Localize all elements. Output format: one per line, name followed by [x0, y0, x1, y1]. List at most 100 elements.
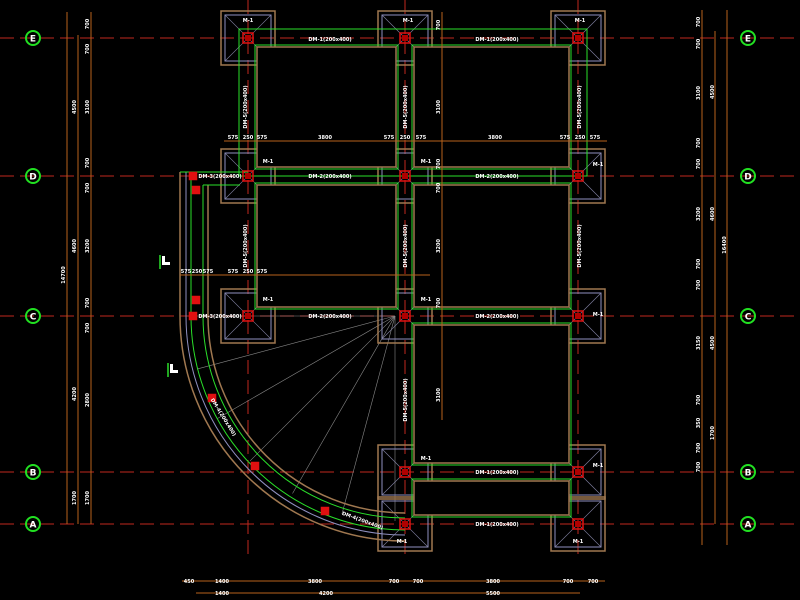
arc-beam-inner: [207, 185, 406, 514]
dimension-text: 3800: [488, 135, 502, 141]
dimension-text: 3800: [318, 135, 332, 141]
dimension-text: 14700: [61, 266, 67, 284]
dimension-text: 700: [436, 297, 442, 308]
dimension-text: 2800: [85, 393, 91, 407]
column-fill: [245, 313, 251, 319]
dimension-text: 4600: [72, 239, 78, 253]
footing-label: M-1: [397, 539, 408, 545]
dimension-text: 3200: [696, 207, 702, 221]
dimension-text: 575: [257, 269, 268, 275]
axis-bubble-d: D: [25, 168, 41, 184]
footing-outline: [377, 444, 433, 500]
dimension-text: 700: [436, 19, 442, 30]
footing-outline: [550, 288, 606, 344]
column-fill: [575, 469, 581, 475]
column-fill: [245, 173, 251, 179]
dimension-text: 3800: [486, 579, 500, 585]
arc-beam-outer2: [185, 172, 406, 536]
footing-labels: M-1 M-1 M-1 M-1 M-1 M-1 M-1 M-1 M-1 M-1 …: [243, 18, 604, 545]
dimension-text: 700: [696, 38, 702, 49]
column: [399, 310, 411, 322]
footing-inner: [224, 14, 272, 62]
beam-label: DM-5(200x400): [243, 85, 249, 128]
dimension-text: 1700: [72, 491, 78, 505]
footing-label: M-1: [593, 162, 604, 168]
axis-bubble-b: B: [25, 464, 41, 480]
dimension-text: 3200: [85, 239, 91, 253]
footing-label: M-1: [593, 312, 604, 318]
dimension-text: 4500: [710, 85, 716, 99]
axis-bubble-c: C: [25, 308, 41, 324]
axis-bubble-c: C: [740, 308, 756, 324]
axis-label: C: [745, 313, 752, 323]
column: [188, 171, 198, 181]
dimension-text: 700: [85, 157, 91, 168]
axis-label: C: [30, 313, 37, 323]
dimension-text: 250: [192, 269, 203, 275]
footing-inner: [554, 14, 602, 62]
dimension-text: 575: [384, 135, 395, 141]
arc-beam-line: [202, 185, 406, 519]
axis-bubble-d: D: [740, 168, 756, 184]
axis-label: B: [30, 469, 37, 479]
dimension-text: 3800: [308, 579, 322, 585]
dimension-text: 4200: [72, 387, 78, 401]
dimension-text: 1400: [215, 579, 229, 585]
dimension-text: 575: [228, 135, 239, 141]
footing-label: M-1: [421, 159, 432, 165]
column: [191, 295, 201, 305]
footing-inner: [554, 448, 602, 496]
footing-inner: [381, 14, 429, 62]
footing-outline: [220, 10, 276, 66]
footing-inner: [554, 500, 602, 548]
column: [572, 466, 584, 478]
dimension-text: 700: [413, 579, 424, 585]
dimension-text: 700: [696, 442, 702, 453]
beam-label: DM-1(200x400): [475, 522, 518, 528]
column: [191, 185, 201, 195]
axis-label: E: [745, 35, 751, 45]
footing-outline: [550, 496, 606, 552]
beam-line: [411, 478, 572, 518]
column-fill: [402, 313, 408, 319]
dimension-text: 575: [416, 135, 427, 141]
footing-label: M-1: [593, 463, 604, 469]
axis-bubble-e: E: [740, 30, 756, 46]
beam-label: DM-5(200x400): [577, 224, 583, 267]
axis-label: D: [744, 173, 751, 183]
dimension-text: 3100: [85, 100, 91, 114]
axis-label: D: [29, 173, 36, 183]
dimension-text: 700: [389, 579, 400, 585]
column-fill: [575, 35, 581, 41]
dimension-text: 700: [85, 182, 91, 193]
axis-bubble-e: E: [25, 30, 41, 46]
dimension-text: 575: [203, 269, 214, 275]
column: [399, 518, 411, 530]
footing-outline: [550, 10, 606, 66]
dimension-text: 700: [436, 158, 442, 169]
footing-inner: [381, 500, 429, 548]
beam-label: DM-1(200x400): [308, 37, 351, 43]
radial-line: [249, 315, 396, 462]
column-fill: [245, 35, 251, 41]
column: [207, 393, 217, 403]
footing-outline: [377, 10, 433, 66]
beam-label: DM-2(200x400): [475, 314, 518, 320]
axis-bubble-a: A: [25, 516, 41, 532]
radial-line: [292, 315, 396, 494]
dimension-text: 700: [85, 297, 91, 308]
dimension-text: 700: [588, 579, 599, 585]
dimension-text: 575: [560, 135, 571, 141]
footing-outline: [550, 444, 606, 500]
footing-label: M-1: [243, 18, 254, 24]
footing-label: M-1: [263, 297, 274, 303]
beam-line: [254, 182, 399, 310]
column: [242, 32, 254, 44]
arc-beam-line: [190, 172, 406, 531]
dimension-text: 700: [696, 158, 702, 169]
column: [572, 310, 584, 322]
dimension-text: 250: [243, 269, 254, 275]
column: [242, 310, 254, 322]
